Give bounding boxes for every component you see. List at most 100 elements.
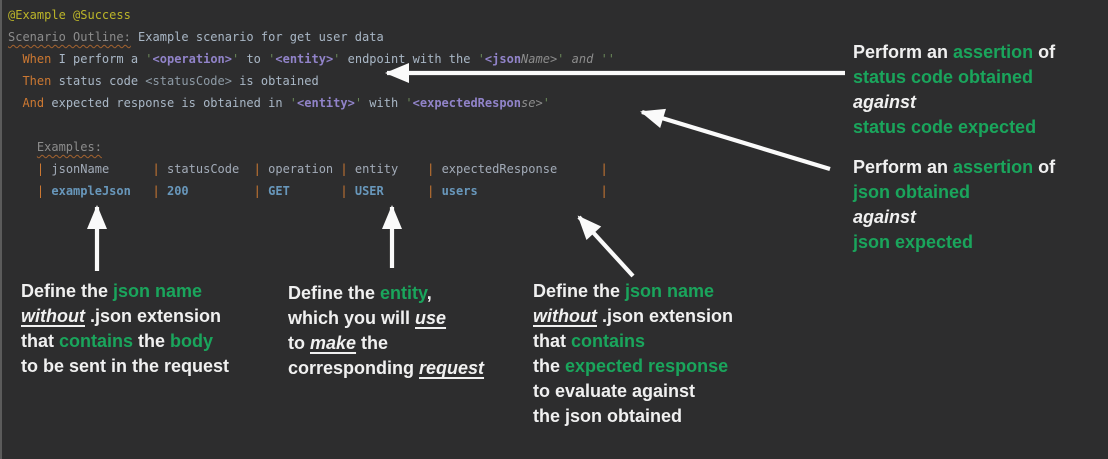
annotation-token: status code obtained: [853, 67, 1034, 87]
annotation-line: that contains the body: [21, 329, 229, 354]
annotation-token: expected response: [565, 356, 729, 376]
annotation-token: corresponding: [288, 358, 420, 378]
code-token: [8, 52, 22, 66]
code-token: ': [333, 52, 341, 66]
annotation-token: without: [533, 306, 597, 326]
annotation-token: json obtained: [853, 182, 970, 202]
code-token: ': [557, 52, 565, 66]
annotation-line: Define the json name: [533, 279, 733, 304]
code-token: users: [434, 184, 601, 198]
annotation-line: json expected: [853, 230, 1055, 255]
annotation-line: Perform an assertion of: [853, 155, 1055, 180]
code-token: |: [152, 162, 160, 176]
code-token: [8, 74, 22, 88]
code-token: Examples:: [36, 140, 102, 154]
code-token: USER: [347, 184, 428, 198]
code-token: <json: [484, 52, 522, 66]
code-token: exampleJson: [44, 184, 153, 198]
window-left-edge: [0, 0, 2, 459]
annotation-token: to be sent in the request: [21, 356, 230, 376]
code-token: And: [22, 96, 45, 110]
code-token: ': [289, 96, 298, 110]
code-token: Example scenario for get user data: [130, 30, 384, 44]
annotation-line: the expected response: [533, 354, 733, 379]
code-token: GET: [260, 184, 341, 198]
code-token: ': [354, 96, 363, 110]
code-token: When: [22, 52, 52, 66]
code-token: ': [145, 52, 153, 66]
code-token: ': [268, 52, 276, 66]
code-token: ': [232, 52, 240, 66]
annotation-token: against: [853, 207, 917, 227]
code-token: entity: [347, 162, 428, 176]
annotation-token: status code expected: [853, 117, 1037, 137]
code-token: Then: [22, 74, 52, 88]
annotation-line: without .json extension: [533, 304, 733, 329]
code-token: |: [600, 184, 608, 198]
code-token: |: [340, 184, 348, 198]
code-token: expected response is obtained in: [44, 96, 290, 110]
annotation-token: Define the: [533, 281, 626, 301]
code-token: |: [427, 184, 435, 198]
annotation-token: the json obtained: [533, 406, 683, 426]
code-token: |: [36, 184, 45, 198]
code-token: statusCode: [159, 162, 254, 176]
annotation-token: assertion: [953, 42, 1034, 62]
code-line: | jsonName | statusCode | operation | en…: [8, 158, 615, 180]
code-token: <entity>: [297, 96, 355, 110]
annotation-line: json obtained: [853, 180, 1055, 205]
code-token: [8, 140, 37, 154]
annotation-token: which you will: [288, 308, 416, 328]
code-token: <expectedRespon: [412, 96, 522, 110]
code-token: I perform a: [51, 52, 146, 66]
annotation-token: assertion: [953, 157, 1034, 177]
annotation-token: the: [356, 333, 389, 353]
annotation-token: json name: [625, 281, 715, 301]
annotation-line: Perform an assertion of: [853, 40, 1055, 65]
annotation-token: against: [853, 92, 917, 112]
annotation-token: request: [419, 358, 485, 378]
annotation-line: status code obtained: [853, 65, 1055, 90]
annotation-line: corresponding request: [288, 356, 484, 381]
annotation-token: that: [533, 331, 571, 351]
annotation-token: that: [21, 331, 59, 351]
code-token: with: [362, 96, 406, 110]
annotation-line: to make the: [288, 331, 484, 356]
annotation-line: Define the json name: [21, 279, 229, 304]
code-token: Name>: [521, 52, 558, 66]
code-line: @Example @Success: [8, 4, 615, 26]
annotation-token: body: [170, 331, 214, 351]
annotation-token: use: [415, 308, 447, 328]
annotation-token: Perform an: [853, 157, 954, 177]
annotation-token: to evaluate against: [533, 381, 696, 401]
annotation-line: Define the entity,: [288, 281, 484, 306]
annotation-token: Define the: [288, 283, 381, 303]
code-token: <operation>: [152, 52, 232, 66]
code-token: [8, 96, 22, 110]
code-token: @Example @Success: [8, 8, 131, 22]
annotation-line: to be sent in the request: [21, 354, 229, 379]
code-line: Scenario Outline: Example scenario for g…: [8, 26, 615, 48]
arrow-to-users-cell: [577, 215, 635, 278]
annotation-token: to: [288, 333, 310, 353]
code-line: When I perform a '<operation>' to '<enti…: [8, 48, 615, 70]
annotation-token: contains: [571, 331, 646, 351]
annotation-token: of: [1033, 157, 1056, 177]
code-token: '': [600, 52, 616, 66]
annotation-line: that contains: [533, 329, 733, 354]
code-token: Scenario Outline:: [8, 30, 131, 44]
code-token: [564, 52, 571, 66]
code-token: jsonName: [44, 162, 153, 176]
code-token: status code: [51, 74, 146, 88]
annotation-line: against: [853, 90, 1055, 115]
code-token: |: [600, 162, 608, 176]
annotation-token: .json extension: [84, 306, 222, 326]
code-token: |: [36, 162, 45, 176]
annotation-line: the json obtained: [533, 404, 733, 429]
code-token: |: [340, 162, 348, 176]
annotation-line: which you will use: [288, 306, 484, 331]
